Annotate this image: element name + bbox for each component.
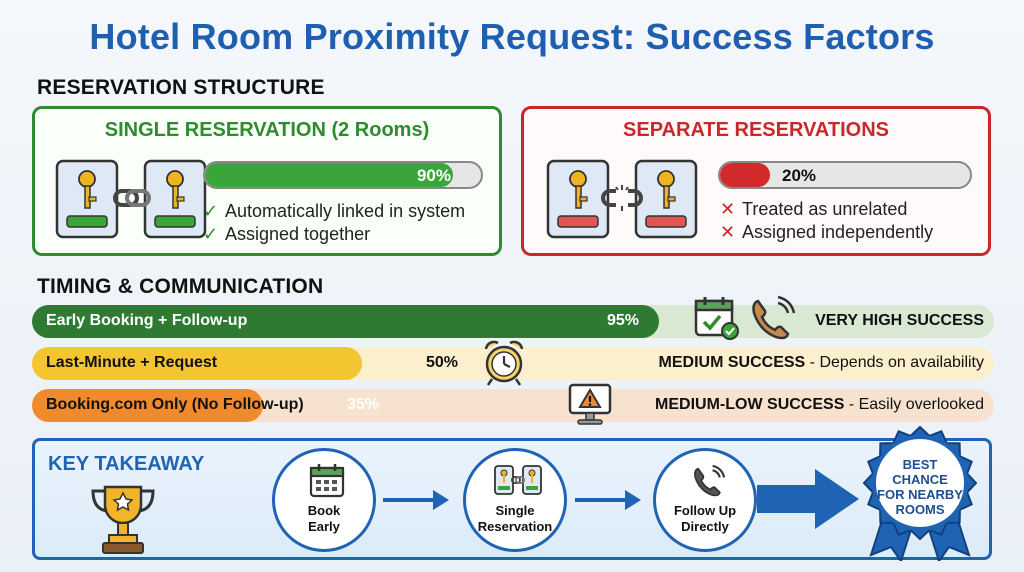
timing-fill xyxy=(32,305,659,338)
timing-row-booking-com: Booking.com Only (No Follow-up) 35% MEDI… xyxy=(32,383,994,425)
single-reservation-progress-fill xyxy=(205,163,454,187)
timing-fill xyxy=(32,347,362,380)
single-reservation-bullet: ✓Assigned together xyxy=(203,224,371,244)
timing-fill xyxy=(32,389,263,422)
warning-monitor-icon xyxy=(568,383,612,425)
timing-label: Booking.com Only (No Follow-up) xyxy=(46,396,304,413)
timing-row-early-booking: Early Booking + Follow-up 95% VERY HIGH … xyxy=(32,295,994,340)
best-chance-ribbon-badge xyxy=(862,425,978,561)
timing-section-heading: TIMING & COMMUNICATION xyxy=(37,275,324,298)
timing-result: MEDIUM SUCCESS - Depends on availability xyxy=(658,354,984,371)
key-takeaway-heading: KEY TAKEAWAY xyxy=(48,453,205,475)
broken-link-keycards-icon xyxy=(546,159,698,239)
timing-row-last-minute: Last-Minute + Request 50% MEDIUM SUCCESS… xyxy=(32,340,994,386)
timing-percent: 35% xyxy=(347,396,380,413)
separate-reservations-card: SEPARATE RESERVATIONS 20% ✕Treated as un… xyxy=(521,106,991,256)
separate-reservations-title: SEPARATE RESERVATIONS xyxy=(623,119,889,141)
timing-label: Early Booking + Follow-up xyxy=(46,312,248,329)
linked-keycards-icon xyxy=(494,465,542,495)
single-reservation-card: SINGLE RESERVATION (2 Rooms) 90% ✓Automa… xyxy=(32,106,502,256)
timing-label: Last-Minute + Request xyxy=(46,354,218,371)
arrow-right-icon xyxy=(383,490,449,510)
best-chance-badge-text: BEST CHANCE FOR NEARBY ROOMS xyxy=(877,457,963,517)
separate-reservations-bullet: ✕Assigned independently xyxy=(720,222,934,242)
big-arrow-right-icon xyxy=(757,469,859,529)
checkmark-icon: ✓ xyxy=(203,201,219,221)
calendar-icon xyxy=(309,464,345,498)
timing-result: VERY HIGH SUCCESS xyxy=(815,312,984,329)
separate-reservations-bullet: ✕Treated as unrelated xyxy=(720,199,908,219)
separate-reservations-progress-fill xyxy=(720,163,770,187)
phone-icon xyxy=(694,464,726,497)
timing-percent: 50% xyxy=(426,354,459,371)
single-reservation-title: SINGLE RESERVATION (2 Rooms) xyxy=(104,119,430,141)
trophy-icon xyxy=(91,485,155,554)
checkmark-icon: ✓ xyxy=(203,224,219,244)
x-mark-icon: ✕ xyxy=(720,199,736,219)
single-reservation-progress-bar: 90% xyxy=(203,161,483,189)
separate-reservations-percent: 20% xyxy=(782,166,817,185)
separate-reservations-progress-bar: 20% xyxy=(718,161,972,189)
linked-keycards-icon xyxy=(55,159,207,239)
calendar-check-icon xyxy=(694,297,739,340)
timing-result: MEDIUM-LOW SUCCESS - Easily overlooked xyxy=(655,396,984,413)
single-reservation-bullet: ✓Automatically linked in system xyxy=(203,201,466,221)
arrow-right-icon xyxy=(575,490,641,510)
reservation-section-heading: RESERVATION STRUCTURE xyxy=(37,76,325,99)
single-reservation-percent: 90% xyxy=(416,166,451,185)
alarm-clock-icon xyxy=(484,340,524,386)
phone-icon xyxy=(752,295,796,340)
timing-percent: 95% xyxy=(607,312,640,329)
x-mark-icon: ✕ xyxy=(720,222,736,242)
page-title: Hotel Room Proximity Request: Success Fa… xyxy=(89,16,935,57)
